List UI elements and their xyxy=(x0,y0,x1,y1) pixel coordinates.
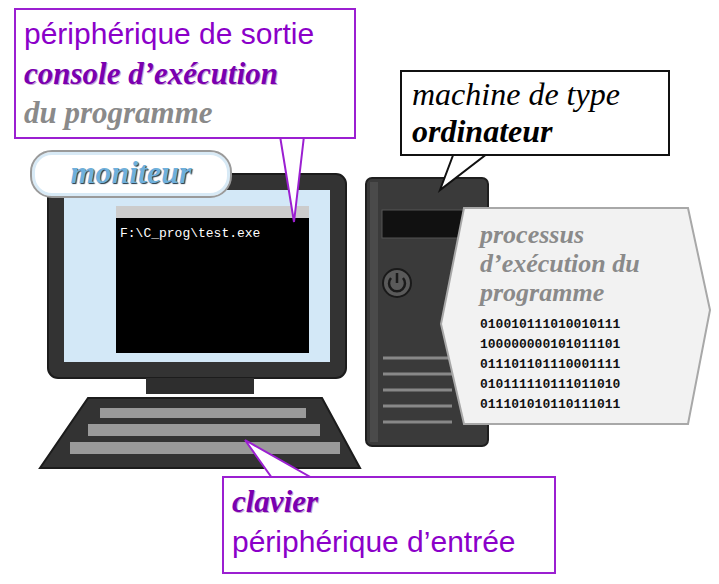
vent-line xyxy=(383,389,452,392)
console-command: F:\C_prog\test.exe xyxy=(120,226,260,242)
callout-tail xyxy=(280,136,304,222)
keyboard-body xyxy=(40,398,360,468)
machine-type: machine de type xyxy=(412,76,658,112)
binary-line: 011101010110111011 xyxy=(480,395,696,415)
monitor-screen xyxy=(64,190,330,362)
machine-name: ordinateur xyxy=(412,112,658,150)
binary-line: 011101101110001111 xyxy=(480,355,696,375)
vent-line xyxy=(383,373,452,376)
vent-line xyxy=(383,421,452,424)
binary-line: 010111110111011010 xyxy=(480,375,696,395)
keyboard-keys xyxy=(100,408,306,418)
monitor-stand xyxy=(146,378,254,394)
hexagon-shape xyxy=(441,208,710,424)
keyboard-name: clavier xyxy=(232,482,546,522)
binary-line: 100000000101011101 xyxy=(480,335,696,355)
device-role: périphérique d’entrée xyxy=(232,522,546,562)
power-icon xyxy=(396,273,399,283)
console-window xyxy=(116,206,309,353)
vent-line xyxy=(383,405,452,408)
monitor-frame xyxy=(48,174,346,378)
input-callout: clavierpériphérique d’entrée xyxy=(222,476,556,574)
process-hexagon: processus d’exécution du programme 010010… xyxy=(440,206,712,426)
output-callout: périphérique de sortieconsole d’exécutio… xyxy=(14,8,356,139)
keyboard-keys xyxy=(88,424,320,436)
vent-line xyxy=(383,357,452,360)
monitor-name: moniteur xyxy=(46,152,216,192)
process-title: processus d’exécution du programme xyxy=(480,220,695,307)
tower-highlight xyxy=(370,182,378,442)
power-button xyxy=(383,269,411,297)
binary-line: 010010111010010111 xyxy=(480,315,696,335)
monitor-tag: moniteur xyxy=(30,150,232,198)
callout-tail xyxy=(440,150,492,190)
keyboard-keys xyxy=(70,442,340,454)
device-role: périphérique de sortie xyxy=(24,14,346,54)
console-titlebar xyxy=(116,206,309,218)
machine-callout: machine de typeordinateur xyxy=(400,70,670,156)
console-name: console d’exécution xyxy=(24,54,346,94)
callout-tail xyxy=(245,440,312,478)
console-subtitle: du programme xyxy=(24,94,346,132)
